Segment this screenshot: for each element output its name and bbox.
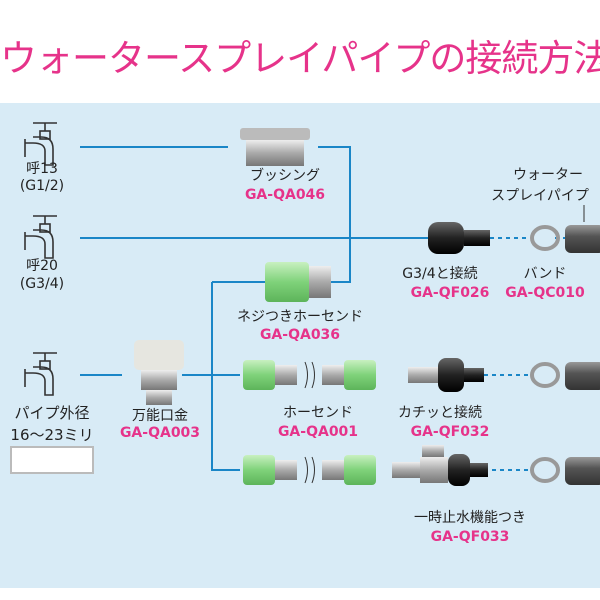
part-code: GA-QC010 (505, 285, 585, 301)
part-code: GA-QF026 (410, 285, 490, 301)
faucet-icon (24, 215, 58, 259)
stop-valve-image (392, 445, 488, 486)
pipe-image (565, 362, 600, 390)
part-code: GA-QF033 (430, 529, 510, 545)
part-code: GA-QA046 (244, 187, 326, 203)
hose-end-pair-image (243, 360, 376, 390)
faucet-label: (G3/4) (19, 276, 65, 292)
band-image (530, 225, 560, 251)
faucet-label: (G1/2) (19, 178, 65, 194)
band-image (530, 457, 560, 483)
g34-connector-image (428, 222, 490, 254)
connection-lines (80, 146, 428, 471)
bushing-image (240, 128, 310, 166)
part-name: G3/4と接続 (402, 266, 478, 282)
pipe-shape-box (10, 446, 94, 474)
part-name: 万能口金 (132, 408, 188, 424)
part-name: バンド (523, 266, 567, 282)
part-name: ブッシング (250, 168, 320, 184)
faucet-label: 呼13 (26, 161, 58, 177)
pipe-label: ウォーター (513, 167, 583, 183)
faucet-icon (24, 352, 58, 396)
part-code: GA-QA001 (277, 424, 359, 440)
part-name: カチッと接続 (398, 405, 482, 421)
universal-fitting-image (134, 340, 184, 405)
part-name: ネジつきホーセンド (237, 309, 363, 325)
faucet-label: パイプ外径 (14, 404, 90, 422)
part-code: GA-QF032 (410, 424, 490, 440)
click-connector-image (408, 358, 484, 392)
band-image (530, 362, 560, 388)
part-name: 一時止水機能つき (414, 510, 526, 526)
part-code: GA-QA036 (259, 327, 341, 343)
pipe-image (565, 457, 600, 485)
part-code: GA-QA003 (119, 425, 201, 441)
threaded-hose-end-image (265, 262, 331, 302)
pipe-image (565, 225, 600, 253)
faucet-label: 呼20 (26, 258, 58, 274)
page-title: ウォータースプレイパイプの接続方法 (0, 37, 600, 80)
pipe-label: スプレイパイプ (491, 188, 589, 204)
hose-end-pair-image (243, 455, 376, 485)
diagram-panel (0, 103, 600, 588)
part-name: ホーセンド (283, 405, 353, 421)
faucet-label: 16〜23ミリ (10, 426, 94, 444)
